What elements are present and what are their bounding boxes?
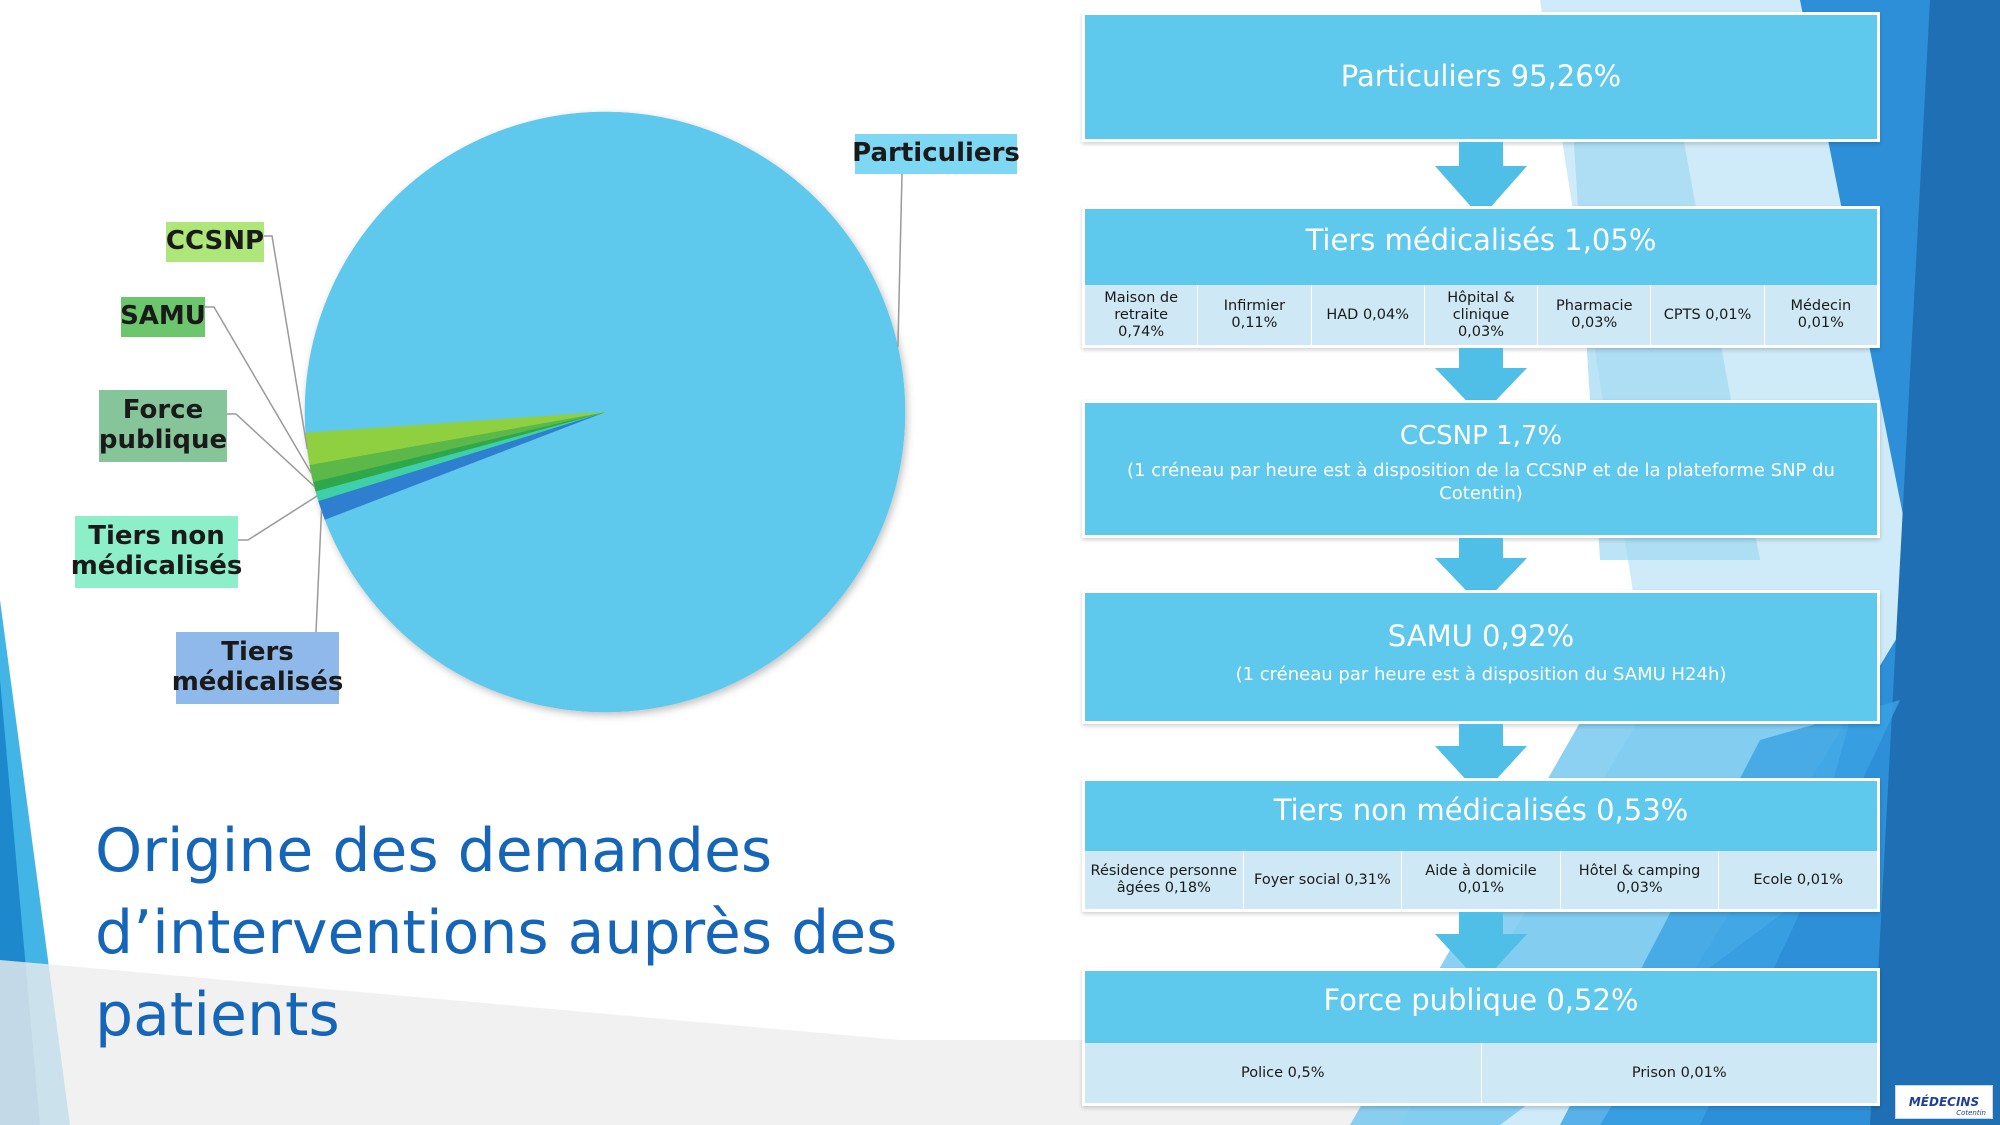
flow-arrow bbox=[1435, 538, 1527, 606]
pie-label-tiers-medicalises: Tiers médicalisés bbox=[172, 632, 343, 704]
leader-line-tiers-non-m-dicalis-s bbox=[238, 495, 318, 541]
slide-title: Origine des demandes d’interventions aup… bbox=[95, 816, 898, 1050]
flow-arrow bbox=[1435, 142, 1527, 218]
tiers-medicalises-item: Hôpital & clinique 0,03% bbox=[1424, 285, 1539, 345]
pie-label-particuliers: Particuliers bbox=[852, 134, 1020, 174]
force-publique-item: Prison 0,01% bbox=[1481, 1043, 1877, 1103]
tiers-medicalises-item: Infirmier 0,11% bbox=[1198, 285, 1312, 345]
tiers-medicalises-subrow: Maison de retraite 0,74% Infirmier 0,11%… bbox=[1085, 285, 1877, 345]
leader-line-samu bbox=[205, 306, 312, 474]
tiers-medicalises-item: Maison de retraite 0,74% bbox=[1085, 285, 1199, 345]
flow-title-force-publique: Force publique 0,52% bbox=[1323, 983, 1639, 1017]
leader-line-tiers-m-dicalis-s bbox=[315, 510, 323, 633]
pie-label-force-publique: Force publique bbox=[99, 390, 227, 462]
tiers-non-medicalises-item: Résidence personne âgées 0,18% bbox=[1085, 851, 1244, 909]
flow-note-samu: (1 créneau par heure est à disposition d… bbox=[1235, 664, 1727, 685]
flow-box-particuliers: Particuliers 95,26% bbox=[1082, 12, 1880, 142]
pie-label-tiers-non-medicalises: Tiers non médicalisés bbox=[71, 516, 242, 588]
tiers-non-medicalises-item: Foyer social 0,31% bbox=[1243, 851, 1403, 909]
leader-line-force-publique bbox=[227, 413, 315, 488]
logo-subtitle: Cotentin bbox=[1956, 1109, 1986, 1117]
flow-box-tiers-non-medicalises: Tiers non médicalisés 0,53% Résidence pe… bbox=[1082, 778, 1880, 912]
flow-arrow bbox=[1435, 348, 1527, 416]
flow-arrow bbox=[1435, 724, 1527, 796]
leader-line-particuliers bbox=[897, 173, 903, 348]
flow-title-particuliers: Particuliers 95,26% bbox=[1340, 59, 1622, 93]
tiers-non-medicalises-item: Hôtel & camping 0,03% bbox=[1560, 851, 1720, 909]
medecins-cotentin-logo: MÉDECINS Cotentin bbox=[1895, 1085, 1993, 1119]
tiers-medicalises-item: CPTS 0,01% bbox=[1651, 285, 1765, 345]
flow-title-samu: SAMU 0,92% bbox=[1387, 619, 1575, 653]
pie-chart bbox=[205, 111, 906, 713]
pie-label-ccsnp: CCSNP bbox=[166, 222, 264, 262]
force-publique-item: Police 0,5% bbox=[1085, 1043, 1482, 1103]
flow-title-ccsnp: CCSNP 1,7% bbox=[1399, 421, 1563, 451]
force-publique-subrow: Police 0,5% Prison 0,01% bbox=[1085, 1043, 1877, 1103]
tiers-medicalises-item: HAD 0,04% bbox=[1311, 285, 1425, 345]
flow-arrow bbox=[1435, 912, 1527, 984]
tiers-non-medicalises-item: Ecole 0,01% bbox=[1719, 851, 1877, 909]
tiers-medicalises-item: Pharmacie 0,03% bbox=[1538, 285, 1652, 345]
flow-note-ccsnp: (1 créneau par heure est à disposition d… bbox=[1127, 460, 1835, 504]
tiers-non-medicalises-item: Aide à domicile 0,01% bbox=[1402, 851, 1561, 909]
tiers-medicalises-item: Médecin 0,01% bbox=[1764, 285, 1877, 345]
flow-box-ccsnp: CCSNP 1,7% (1 créneau par heure est à di… bbox=[1082, 400, 1880, 538]
pie-label-samu: SAMU bbox=[120, 297, 206, 337]
flow-box-tiers-medicalises: Tiers médicalisés 1,05% Maison de retrai… bbox=[1082, 206, 1880, 348]
pie-slice-particuliers bbox=[304, 111, 906, 713]
flow-box-force-publique: Force publique 0,52% Police 0,5% Prison … bbox=[1082, 968, 1880, 1106]
flow-title-tiers-non-medicalises: Tiers non médicalisés 0,53% bbox=[1273, 793, 1689, 827]
tiers-non-medicalises-subrow: Résidence personne âgées 0,18% Foyer soc… bbox=[1085, 851, 1877, 909]
logo-wordmark: MÉDECINS bbox=[1908, 1095, 1980, 1109]
flow-box-samu: SAMU 0,92% (1 créneau par heure est à di… bbox=[1082, 590, 1880, 724]
leader-line-ccsnp bbox=[264, 235, 309, 449]
flow-title-tiers-medicalises: Tiers médicalisés 1,05% bbox=[1305, 223, 1657, 257]
